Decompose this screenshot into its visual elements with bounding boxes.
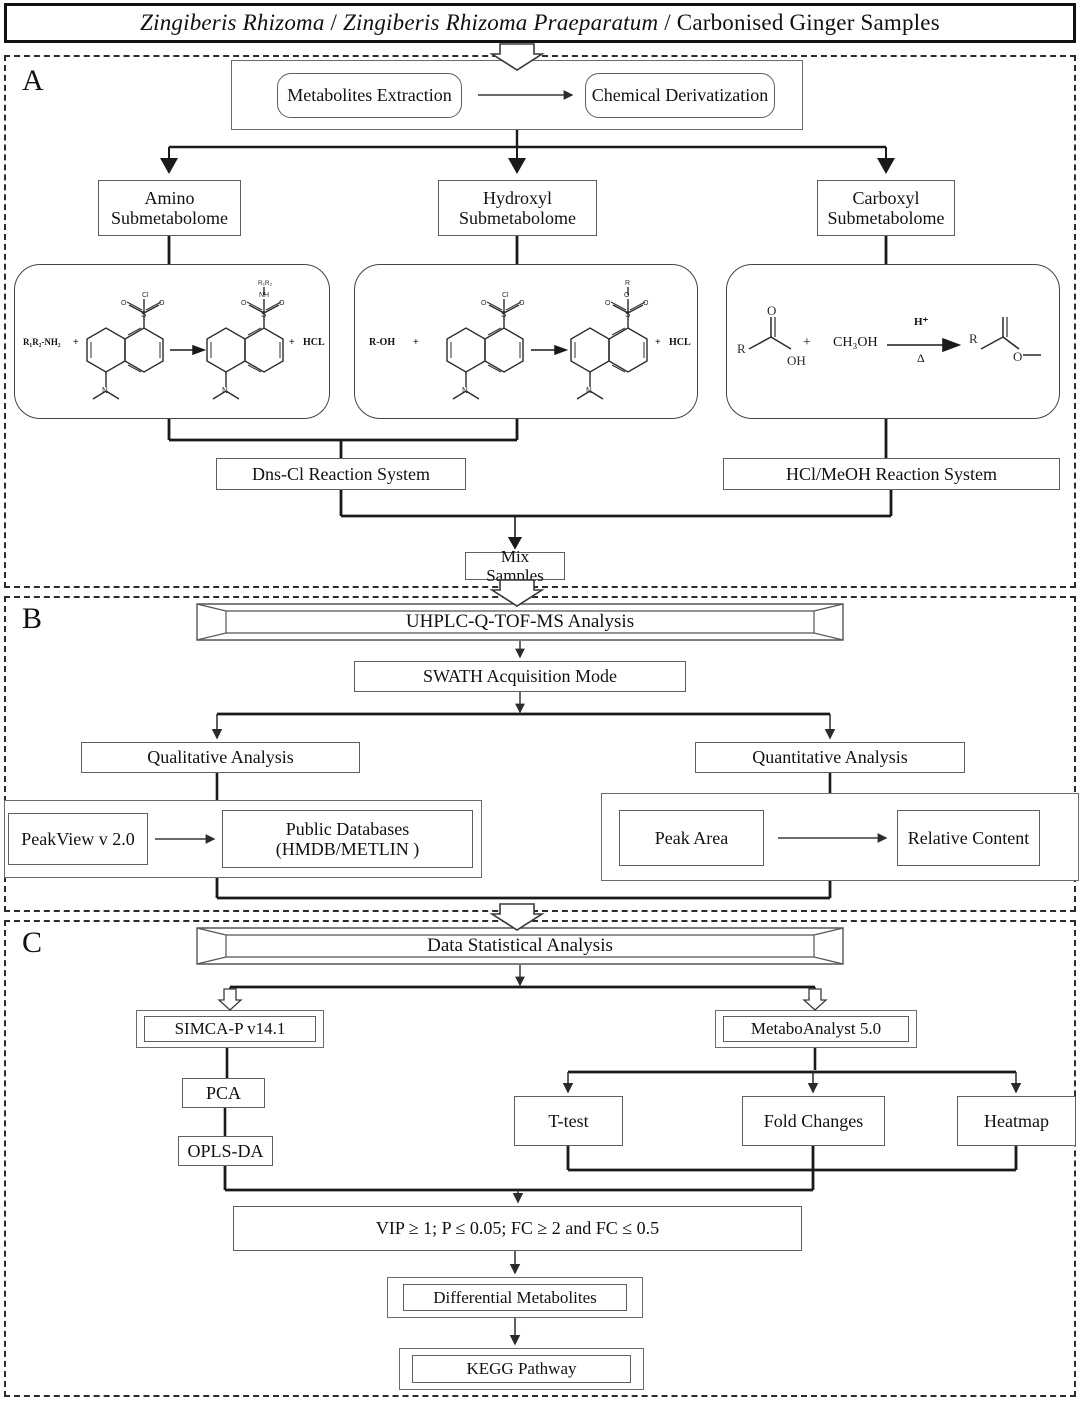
data-statistical-analysis-banner[interactable]: Data Statistical Analysis — [196, 927, 844, 965]
species-name-2: Zingiberis Rhizoma Praeparatum — [343, 10, 659, 35]
page-title: Zingiberis Rhizoma / Zingiberis Rhizoma … — [140, 10, 940, 36]
svg-text:N: N — [462, 386, 468, 395]
svg-text:S: S — [261, 310, 266, 319]
dns-cl-reaction-system-box[interactable]: Dns-Cl Reaction System — [216, 458, 466, 490]
hcl-meoh-reaction-system-box[interactable]: HCl/MeOH Reaction System — [723, 458, 1060, 490]
relative-content-box[interactable]: Relative Content — [897, 810, 1040, 866]
amino-byproduct-label: HCL — [303, 337, 325, 348]
pca-method-box[interactable]: PCA — [182, 1078, 265, 1108]
svg-text:O: O — [241, 300, 247, 307]
panel-c-label: C — [22, 926, 43, 959]
svg-text:O: O — [605, 300, 611, 307]
opls-da-method-box[interactable]: OPLS-DA — [178, 1136, 273, 1166]
hydroxyl-reaction-card: Cl O O S N R O O O S N — [354, 264, 698, 419]
chemical-derivatization-box[interactable]: Chemical Derivatization — [585, 73, 775, 118]
svg-text:N: N — [586, 386, 592, 395]
methanol-label: CH₃OH — [833, 335, 878, 350]
hydroxyl-product-substituent: R — [625, 280, 630, 287]
amino-submetabolome-line2: Submetabolome — [111, 208, 228, 228]
carboxyl-r-label: R — [737, 341, 746, 356]
carboxyl-submetabolome-box[interactable]: Carboxyl Submetabolome — [817, 180, 955, 236]
panel-a-label: A — [22, 64, 44, 97]
svg-text:S: S — [625, 310, 630, 319]
svg-text:O: O — [643, 300, 649, 307]
amino-cl-label: Cl — [142, 292, 149, 299]
amino-submetabolome-box[interactable]: Amino Submetabolome — [98, 180, 241, 236]
panel-b-label: B — [22, 602, 43, 635]
hydroxyl-plus-sign: + — [413, 337, 419, 348]
qualitative-analysis-box[interactable]: Qualitative Analysis — [81, 742, 360, 773]
peakview-software-box[interactable]: PeakView v 2.0 — [8, 813, 148, 865]
svg-text:S: S — [501, 310, 506, 319]
uhplc-analysis-label: UHPLC-Q-TOF-MS Analysis — [405, 611, 635, 632]
amino-product-nh: NH — [259, 292, 269, 299]
data-statistical-analysis-label: Data Statistical Analysis — [427, 935, 613, 956]
amino-reaction-scheme-icon: Cl O O S N R₁R₂ NH O O — [86, 280, 285, 400]
amino-submetabolome-line1: Amino — [144, 187, 195, 208]
svg-text:O: O — [279, 300, 285, 307]
panel-c — [4, 920, 1076, 1397]
svg-text:O: O — [519, 300, 525, 307]
quantitative-analysis-box[interactable]: Quantitative Analysis — [695, 742, 965, 773]
ester-r-label: R — [969, 331, 978, 346]
svg-text:Cl: Cl — [502, 292, 509, 299]
acid-catalyst-label: H⁺ — [914, 316, 929, 328]
carboxyl-reaction-card: R O OH R O + CH₃OH H⁺ Δ — [726, 264, 1060, 419]
metabolites-extraction-box[interactable]: Metabolites Extraction — [277, 73, 462, 118]
svg-text:N: N — [102, 386, 108, 395]
svg-text:O: O — [159, 300, 165, 307]
hydroxyl-reactant-label: R-OH — [369, 337, 396, 348]
species-name-1: Zingiberis Rhizoma — [140, 10, 325, 35]
ester-o-label: O — [1013, 349, 1022, 364]
svg-text:O: O — [481, 300, 487, 307]
carboxyl-submetabolome-line1: Carboxyl — [852, 187, 920, 208]
public-databases-box[interactable]: Public Databases (HMDB/METLIN ) — [222, 810, 473, 868]
carboxyl-plus-sign: + — [803, 335, 811, 350]
differential-metabolites-box[interactable]: Differential Metabolites — [403, 1284, 627, 1311]
carboxyl-o-label: O — [767, 303, 776, 318]
carboxyl-oh-label: OH — [787, 353, 806, 368]
metaboanalyst-software-box[interactable]: MetaboAnalyst 5.0 — [723, 1016, 909, 1042]
hydroxyl-reaction-scheme-icon: Cl O O S N R O O O S N — [446, 280, 649, 400]
hydroxyl-submetabolome-box[interactable]: Hydroxyl Submetabolome — [438, 180, 597, 236]
amino-plus-sign: + — [73, 337, 79, 348]
mix-samples-box[interactable]: Mix Samples — [465, 547, 565, 585]
t-test-method-box[interactable]: T-test — [514, 1096, 623, 1146]
heat-symbol-label: Δ — [917, 351, 925, 365]
title-separator-2: / — [658, 10, 677, 35]
svg-text:N: N — [222, 386, 228, 395]
amino-plus-sign-2: + — [289, 337, 295, 348]
hydroxyl-plus-sign-2: + — [655, 337, 661, 348]
uhplc-analysis-banner[interactable]: UHPLC-Q-TOF-MS Analysis — [196, 603, 844, 641]
public-databases-line1: Public Databases — [285, 818, 410, 839]
sample-title-bar: Zingiberis Rhizoma / Zingiberis Rhizoma … — [4, 3, 1076, 43]
swath-acquisition-mode-box[interactable]: SWATH Acquisition Mode — [354, 661, 686, 692]
svg-text:S: S — [141, 310, 146, 319]
kegg-pathway-box[interactable]: KEGG Pathway — [412, 1355, 631, 1383]
hydroxyl-submetabolome-line1: Hydroxyl — [483, 187, 552, 208]
title-separator-1: / — [324, 10, 344, 35]
esterification-reaction-scheme-icon: R O OH R O — [737, 303, 1041, 368]
peak-area-box[interactable]: Peak Area — [619, 810, 764, 866]
amino-product-substituent: R₁R₂ — [258, 280, 273, 287]
simca-software-box[interactable]: SIMCA-P v14.1 — [144, 1016, 316, 1042]
heatmap-method-box[interactable]: Heatmap — [957, 1096, 1076, 1146]
screening-criteria-box[interactable]: VIP ≥ 1; P ≤ 0.05; FC ≥ 2 and FC ≤ 0.5 — [233, 1206, 802, 1251]
hydroxyl-byproduct-label: HCL — [669, 337, 691, 348]
fold-changes-method-box[interactable]: Fold Changes — [742, 1096, 885, 1146]
amino-reactant-label: R₁R₂-NH₂ — [23, 337, 61, 347]
svg-text:O: O — [121, 300, 127, 307]
public-databases-line2: (HMDB/METLIN ) — [275, 839, 420, 859]
amino-reaction-card: Cl O O S N R₁R₂ NH O O — [14, 264, 330, 419]
carboxyl-submetabolome-line2: Submetabolome — [827, 208, 945, 228]
title-plain-text: Carbonised Ginger Samples — [676, 10, 940, 35]
hydroxyl-submetabolome-line2: Submetabolome — [459, 208, 576, 228]
hydroxyl-product-oxygen: O — [624, 292, 630, 299]
